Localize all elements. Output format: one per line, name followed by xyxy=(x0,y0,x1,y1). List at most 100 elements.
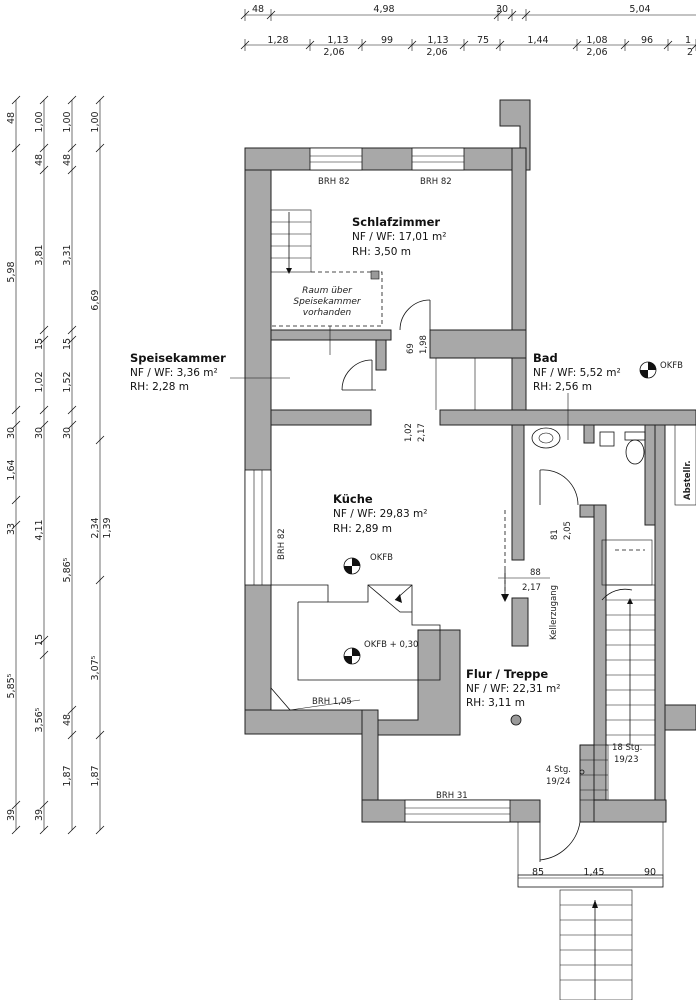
walls xyxy=(244,99,696,823)
left-tick-72-3 xyxy=(67,325,77,335)
wall-pantry-right xyxy=(375,339,387,371)
wall-kitchen-bottom xyxy=(244,709,366,735)
left-dim-c3-0: 1,00 xyxy=(62,111,73,132)
wall-right-ext xyxy=(664,704,696,731)
left-dim-c2-8: 3,56⁵ xyxy=(34,707,45,732)
wall-bedroom-pantry-r xyxy=(429,329,527,359)
stair-main-1: 18 Stg. xyxy=(612,743,642,753)
okfb-label-kitchen: OKFB xyxy=(370,553,393,563)
left-tick-72-5 xyxy=(67,405,77,415)
note-abstell: Abstellr. xyxy=(683,460,693,500)
left-tick-16-4 xyxy=(11,495,21,505)
door-dim-4a: 88 xyxy=(530,568,541,578)
room-height-flur: RH: 3,11 m xyxy=(466,697,525,709)
bottom-dimension-row: 85 1,45 90 xyxy=(518,867,663,879)
left-tick-44-10 xyxy=(39,825,49,835)
left-dim-c3-1: 48 xyxy=(62,154,73,166)
room-area-kueche: NF / WF: 29,83 m² xyxy=(333,508,427,520)
left-tick-44-2 xyxy=(39,165,49,175)
left-dim-c3-7: 48 xyxy=(62,714,73,726)
room-area-bad: NF / WF: 5,52 m² xyxy=(533,367,621,379)
room-area-flur: NF / WF: 22,31 m² xyxy=(466,683,560,695)
top-dim-1-1: 4,98 xyxy=(373,4,394,15)
top-dim-2-7: 96 xyxy=(641,35,653,46)
okfb-label-bath: OKFB xyxy=(660,361,683,371)
stair-small-1: 4 Stg. xyxy=(546,765,571,775)
room-name-bad: Bad xyxy=(533,351,558,365)
wall-pantry-kitchen xyxy=(270,409,372,426)
left-tick-16-6 xyxy=(11,800,21,810)
sill-label-4: BRH 1,05 xyxy=(312,697,352,707)
top-dim-2-3: 1,13 xyxy=(427,35,448,46)
window-bedroom-2 xyxy=(411,147,465,171)
left-tick-44-3 xyxy=(39,325,49,335)
stair-main-2: 19/23 xyxy=(614,755,639,765)
okfb-markers xyxy=(343,361,657,665)
left-tick-44-0 xyxy=(39,95,49,105)
room-name-speisekammer: Speisekammer xyxy=(130,351,226,365)
top-dim-2-2: 99 xyxy=(381,35,393,46)
room-height-speisekammer: RH: 2,28 m xyxy=(130,381,189,393)
note-raum-3: vorhanden xyxy=(303,308,352,318)
left-dim-c4-3: 1,39 xyxy=(102,517,113,538)
top-dim-2-0: 1,28 xyxy=(267,35,288,46)
left-tick-16-1 xyxy=(11,143,21,153)
top-dim-2b-0: 2,06 xyxy=(323,47,344,58)
left-tick-72-8 xyxy=(67,730,77,740)
left-tick-44-8 xyxy=(39,650,49,660)
okfb-marker-bath xyxy=(639,361,657,379)
left-dim-c1-0: 48 xyxy=(6,112,17,124)
note-raum-1: Raum über xyxy=(302,286,353,296)
sill-label-3: BRH 82 xyxy=(277,528,287,560)
wall-bath-left xyxy=(511,424,525,561)
top-dim-1-2: 30 xyxy=(496,4,508,15)
wall-stair-left xyxy=(593,504,607,801)
top-dim-2b-2: 2,06 xyxy=(586,47,607,58)
left-dim-c1-2: 30 xyxy=(6,427,17,439)
left-dim-c1-1: 5,98 xyxy=(6,261,17,282)
okfb-marker-kitchen xyxy=(343,557,361,575)
okfb-label-platform: OKFB + 0,30 xyxy=(364,640,418,650)
left-tick-44-5 xyxy=(39,405,49,415)
sill-label-5: BRH 31 xyxy=(436,791,468,801)
top-tick-2-9 xyxy=(691,44,696,50)
bottom-dim-1: 1,45 xyxy=(583,867,604,878)
left-tick-72-1 xyxy=(67,143,77,153)
left-dim-c3-3: 15 xyxy=(62,338,73,350)
left-dim-c2-2: 3,81 xyxy=(34,244,45,265)
room-name-kueche: Küche xyxy=(333,492,373,506)
note-raum-2: Speisekammer xyxy=(293,297,361,307)
top-dim-2-4: 75 xyxy=(477,35,489,46)
okfb-marker-platform xyxy=(343,647,361,665)
left-dim-c1-6: 39 xyxy=(6,809,17,821)
room-height-schlafzimmer: RH: 3,50 m xyxy=(352,246,411,258)
wall-bath-right xyxy=(644,424,656,526)
left-tick-44-1 xyxy=(39,143,49,153)
left-dim-c2-5: 30 xyxy=(34,427,45,439)
left-tick-44-9 xyxy=(39,800,49,810)
room-height-kueche: RH: 2,89 m xyxy=(333,523,392,535)
door-dim-1b: 1,98 xyxy=(419,335,429,354)
left-tick-16-5 xyxy=(11,520,21,530)
top-dim-2-6: 1,08 xyxy=(586,35,607,46)
left-tick-72-4 xyxy=(67,335,77,345)
left-dim-c3-6: 5,86⁵ xyxy=(62,557,73,582)
door-dim-4b: 2,17 xyxy=(522,583,541,593)
left-dim-c4-5: 1,87 xyxy=(90,765,101,786)
left-dim-c2-0: 1,00 xyxy=(34,111,45,132)
sill-label-2: BRH 82 xyxy=(420,177,452,187)
note-kellerzugang: Kellerzugang xyxy=(549,585,559,640)
interior xyxy=(230,209,696,1000)
left-tick-100-0 xyxy=(95,95,105,105)
left-tick-72-2 xyxy=(67,165,77,175)
left-dim-c4-4: 3,07⁵ xyxy=(90,655,101,680)
top-dim-2-1: 1,13 xyxy=(327,35,348,46)
left-tick-44-7 xyxy=(39,635,49,645)
room-labels: Schlafzimmer NF / WF: 17,01 m² RH: 3,50 … xyxy=(130,177,693,801)
left-tick-72-0 xyxy=(67,95,77,105)
left-tick-100-3 xyxy=(95,575,105,585)
top-dim-1-0: 48 xyxy=(252,4,264,15)
wall-flur-right xyxy=(579,744,595,823)
left-dim-c2-1: 48 xyxy=(34,154,45,166)
